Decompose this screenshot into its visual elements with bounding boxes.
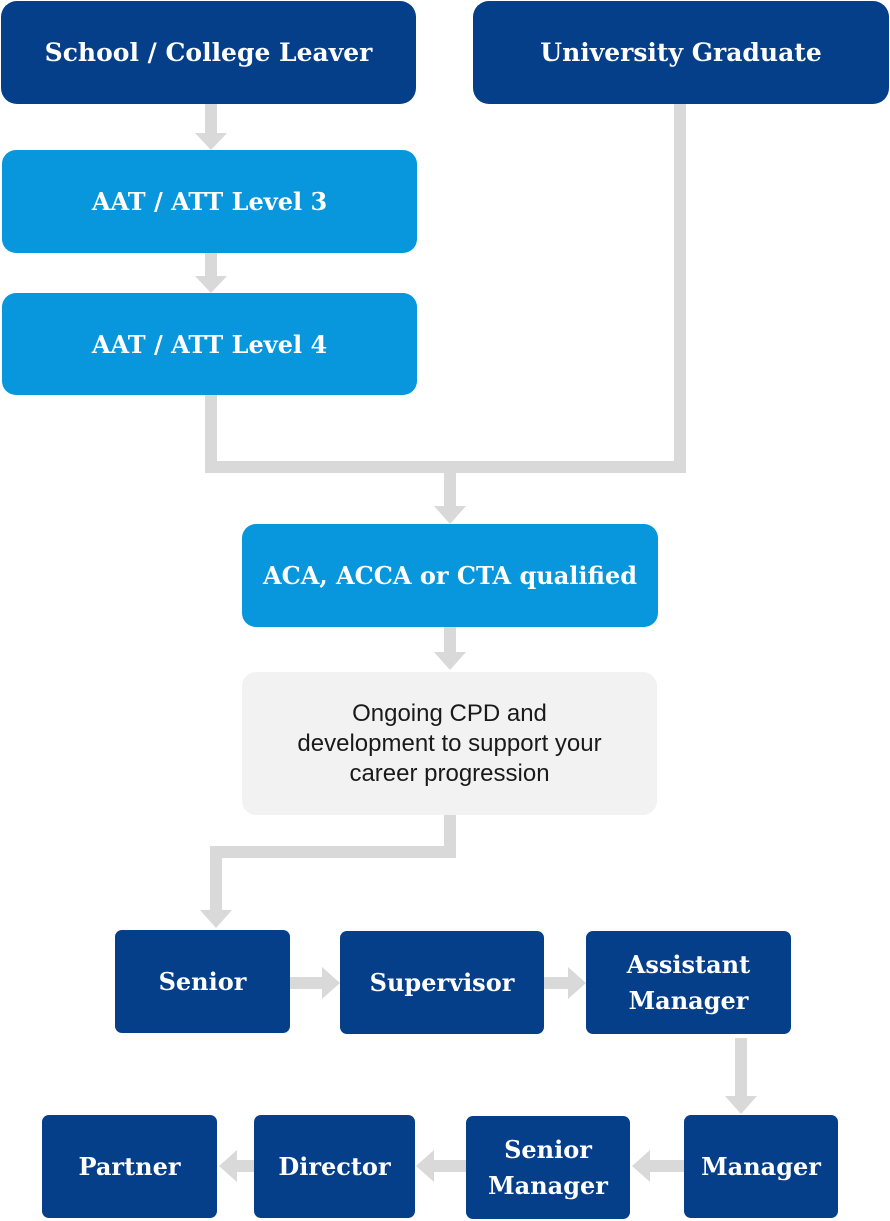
- arrowhead-left: [632, 1150, 650, 1182]
- manager-label: Manager: [701, 1151, 821, 1181]
- arrowhead-left: [416, 1150, 434, 1182]
- supervisor-label: Supervisor: [369, 967, 515, 997]
- director-label: Director: [278, 1151, 391, 1181]
- senior-manager-label: Senior Manager: [488, 1134, 608, 1200]
- senior-box: Senior: [115, 930, 290, 1033]
- connector-level4-to-merge: [205, 395, 450, 473]
- cpd-box: Ongoing CPD and development to support y…: [242, 672, 657, 815]
- senior-label: Senior: [158, 966, 247, 996]
- manager-box: Manager: [684, 1115, 838, 1218]
- university-graduate-box: University Graduate: [473, 1, 889, 104]
- supervisor-box: Supervisor: [340, 931, 544, 1034]
- arrowhead-down: [725, 1096, 757, 1114]
- arrowhead-down: [434, 652, 466, 670]
- school-leaver-box: School / College Leaver: [1, 1, 416, 104]
- arrowhead-right: [568, 967, 586, 999]
- qualified-label: ACA, ACCA or CTA qualified: [262, 561, 637, 590]
- assistant-manager-box: Assistant Manager: [586, 931, 791, 1034]
- level4-box: AAT / ATT Level 4: [2, 293, 417, 395]
- arrowhead-down: [200, 910, 232, 928]
- cpd-text: Ongoing CPD and development to support y…: [297, 699, 602, 787]
- director-box: Director: [254, 1115, 415, 1218]
- level4-label: AAT / ATT Level 4: [91, 329, 328, 359]
- partner-label: Partner: [78, 1151, 181, 1181]
- arrowhead-down: [195, 276, 227, 293]
- school-leaver-label: School / College Leaver: [44, 38, 373, 67]
- level3-label: AAT / ATT Level 3: [91, 187, 328, 216]
- partner-box: Partner: [42, 1115, 217, 1218]
- arrowhead-left: [219, 1150, 237, 1182]
- arrowhead-down: [434, 506, 466, 524]
- arrowhead-down: [195, 133, 227, 150]
- connector-cpd-to-senior: [210, 815, 456, 910]
- level3-box: AAT / ATT Level 3: [2, 150, 417, 253]
- senior-manager-box: Senior Manager: [466, 1116, 630, 1219]
- qualified-box: ACA, ACCA or CTA qualified: [242, 524, 658, 627]
- arrowhead-right: [322, 967, 340, 999]
- connector-graduate-to-merge: [450, 104, 686, 473]
- university-graduate-label: University Graduate: [540, 38, 822, 67]
- assistant-manager-label: Assistant Manager: [626, 949, 751, 1015]
